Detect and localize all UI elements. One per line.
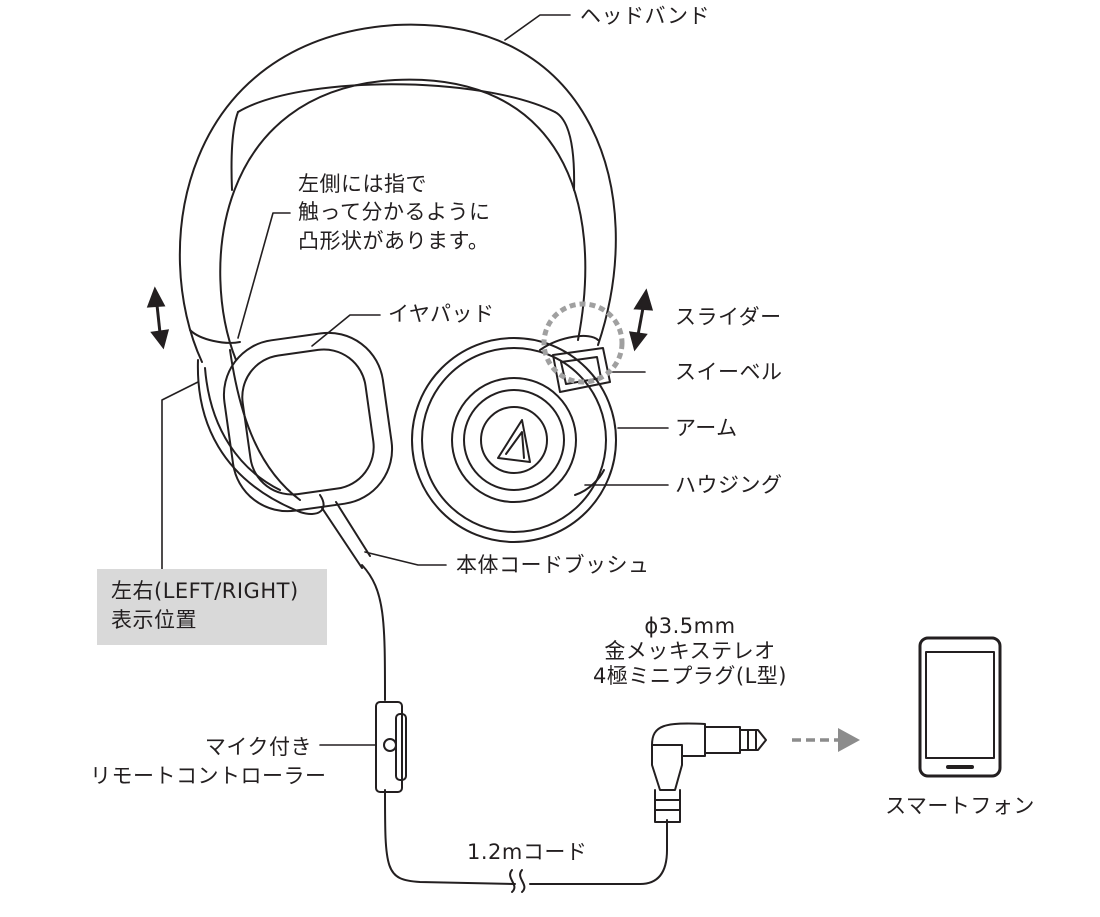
- label-slider: スライダー: [675, 305, 782, 329]
- smartphone: [918, 636, 1002, 778]
- label-bushing: 本体コードブッシュ: [456, 553, 650, 577]
- lr-indicator-box: 左右(LEFT/RIGHT) 表示位置: [97, 569, 327, 645]
- left-earcup: [196, 331, 394, 515]
- swivel-highlight: [541, 301, 625, 385]
- label-remote-line2: リモートコントローラー: [90, 764, 327, 788]
- leader-lines: [161, 14, 669, 746]
- remote-controller: [375, 701, 407, 793]
- label-plug-line2: 金メッキステレオ: [604, 639, 776, 663]
- cord: [321, 501, 668, 893]
- label-note-line3: 凸形状があります。: [298, 229, 490, 253]
- label-headband: ヘッドバンド: [580, 4, 711, 28]
- left-adjust-arrow: [146, 286, 170, 350]
- label-arm: アーム: [675, 416, 738, 440]
- label-plug-line3: 4極ミニプラグ(L型): [593, 664, 787, 688]
- label-swivel: スイーベル: [675, 360, 783, 384]
- right-adjust-arrow: [628, 288, 654, 352]
- label-note-line2: 触って分かるように: [298, 200, 491, 224]
- label-earpad: イヤパッド: [388, 302, 495, 326]
- label-cord: 1.2mコード: [467, 840, 588, 864]
- headband: [178, 23, 617, 363]
- label-smartphone: スマートフォン: [885, 794, 1035, 818]
- label-note-line1: 左側には指で: [298, 172, 427, 196]
- label-remote-line1: マイク付き: [204, 735, 312, 759]
- label-lr-line2: 表示位置: [111, 608, 197, 632]
- mini-plug: [651, 722, 767, 823]
- connection-arrow: [792, 728, 860, 752]
- right-earcup: [411, 334, 617, 543]
- label-housing: ハウジング: [675, 473, 783, 497]
- label-plug-line1: ϕ3.5mm: [644, 614, 736, 638]
- label-lr-line1: 左右(LEFT/RIGHT): [111, 579, 299, 603]
